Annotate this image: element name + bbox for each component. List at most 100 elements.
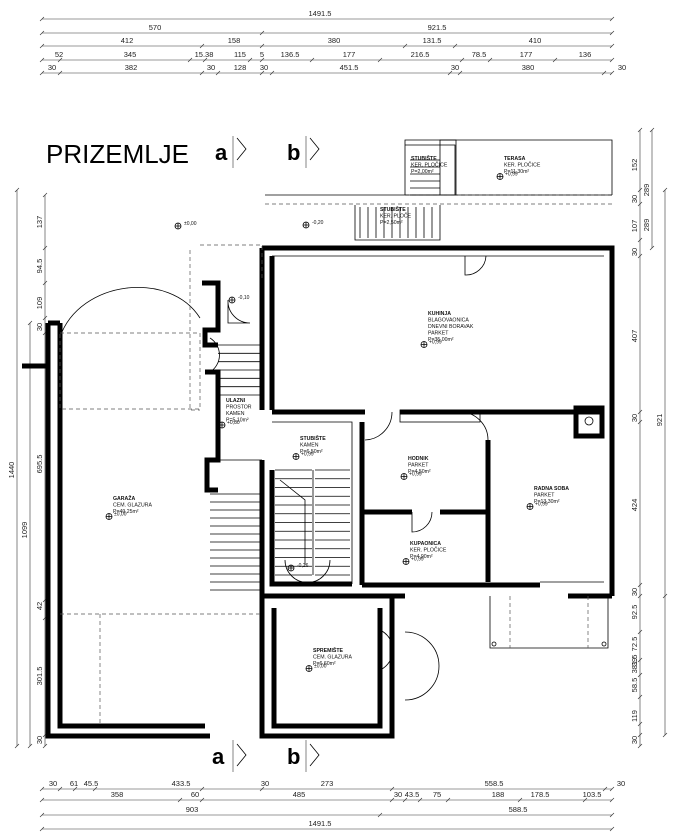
dimension-label: 30	[617, 779, 625, 788]
dimension-label: 273	[321, 779, 334, 788]
room-detail: P=6,50m²	[300, 449, 323, 455]
room-detail: PARKET	[534, 493, 555, 499]
patio-outline	[489, 596, 609, 649]
section-arrow-b-bottom	[309, 743, 320, 767]
dimension-label: 30	[630, 588, 639, 596]
section-marker-a-top: a	[215, 140, 228, 165]
section-marker-b-top: b	[287, 140, 300, 165]
level-symbol-cross	[421, 341, 427, 348]
dimension-label: 30	[49, 779, 57, 788]
dimension-label: 30	[48, 63, 56, 72]
dimension-label: 424	[630, 499, 639, 512]
dimension-label: 39	[630, 658, 639, 666]
dimension-label: 433.5	[172, 779, 191, 788]
level-symbol-cross	[497, 173, 503, 180]
section-arrow-a-bottom	[236, 743, 247, 767]
room-level: +0,99	[429, 340, 442, 346]
dimension-label: 45.5	[84, 779, 99, 788]
room-name: RADNA SOBA	[534, 486, 569, 492]
room-detail: P=11,30m²	[504, 169, 529, 175]
dimension-label: 410	[529, 36, 542, 45]
dimension-label: 152	[630, 159, 639, 172]
dimension-label: 1099	[20, 522, 29, 539]
stair-arrow	[279, 479, 331, 583]
dimension-label: 30	[630, 248, 639, 256]
level-marker: -0,26	[297, 563, 309, 569]
dimension-label: 301.5	[35, 667, 44, 686]
level-symbol-cross	[527, 503, 533, 510]
level-symbol-cross	[403, 558, 409, 565]
dimension-label: 380	[522, 63, 535, 72]
dimension-label: 72.5	[630, 637, 639, 652]
section-arrow-b-top	[309, 137, 320, 161]
room-detail: P=2,00m²	[411, 169, 434, 175]
entry-outline	[189, 250, 200, 411]
room-detail: CEM. GLAZURA	[313, 655, 352, 661]
dimension-label: 43.5	[405, 790, 420, 799]
dimension-label: 30	[260, 63, 268, 72]
dimension-label: 903	[186, 805, 199, 814]
room-name: ULAZNI	[226, 398, 246, 404]
dimension-label: 921.5	[428, 23, 447, 32]
dimension-label: 921	[643, 0, 656, 2]
room-name: STUBIŠTE	[300, 434, 326, 442]
dimension-label: 178.5	[531, 790, 550, 799]
dimension-label: 75	[433, 790, 441, 799]
dimension-label: 107	[630, 220, 639, 233]
level-marker: ±0,00	[184, 221, 197, 227]
room-detail: KER. PLOČICE	[411, 162, 448, 169]
room-detail: P=2,50m²	[380, 220, 403, 226]
level-symbol-cross	[106, 513, 112, 520]
room-detail: DNEVNI BORAVAK	[428, 324, 474, 330]
dimension-label: 136	[579, 50, 592, 59]
level-symbol-cross	[303, 222, 309, 228]
room-name: STUBIŠTE	[411, 154, 437, 162]
dimension-label: 558.5	[485, 779, 504, 788]
doors	[209, 255, 489, 701]
level-marker: -0,20	[312, 220, 324, 226]
dimension-label: 30	[630, 736, 639, 744]
dimension-label: 407	[630, 330, 639, 343]
dimension-label: 216.5	[411, 50, 430, 59]
room-name: HODNIK	[408, 456, 429, 462]
entry-outline	[200, 244, 263, 280]
room-detail: PARKET	[428, 331, 449, 337]
room-detail: P=49,25m²	[113, 509, 139, 515]
dimension-label: 380	[328, 36, 341, 45]
room-detail: P=4,90m²	[410, 554, 433, 560]
plan-title: PRIZEMLJE	[46, 139, 189, 169]
terrace-stairs	[359, 159, 440, 238]
section-arrow-a-top	[236, 137, 247, 161]
dimension-label: 30	[618, 63, 626, 72]
dimension-label: 30	[394, 790, 402, 799]
dimension-label: 588.5	[509, 805, 528, 814]
dimension-label: 30	[630, 195, 639, 203]
room-name: TERASA	[504, 156, 526, 162]
dimension-label: 115	[234, 50, 246, 59]
room-level: +0,99	[301, 452, 314, 458]
dimension-label: 921	[655, 414, 664, 427]
dimension-label: 109	[35, 297, 44, 310]
dimension-label: 94.5	[35, 259, 44, 274]
room-level: +0,80	[227, 420, 240, 426]
dimension-label: 451.5	[340, 63, 359, 72]
dimension-label: 1491.5	[309, 9, 332, 18]
dimension-label: 92.5	[630, 605, 639, 620]
dimension-label: 381.5	[640, 0, 659, 2]
dimension-label: 30	[207, 63, 215, 72]
room-name: STUBIŠTE	[380, 205, 406, 213]
level-symbol-cross	[219, 422, 225, 428]
dimension-label: 78.5	[472, 50, 487, 59]
dimension-label: 137	[35, 216, 44, 229]
room-level: +0,99	[411, 557, 424, 563]
dimension-label: 485	[293, 790, 306, 799]
dimension-label: 188	[492, 790, 505, 799]
level-symbol-cross	[288, 565, 294, 571]
dimension-label: 61	[70, 779, 78, 788]
dimension-label: 382	[125, 63, 138, 72]
room-name: KUHINJA	[428, 311, 451, 317]
dimension-label: 58.5	[630, 678, 639, 693]
dimension-label: 128	[234, 63, 247, 72]
